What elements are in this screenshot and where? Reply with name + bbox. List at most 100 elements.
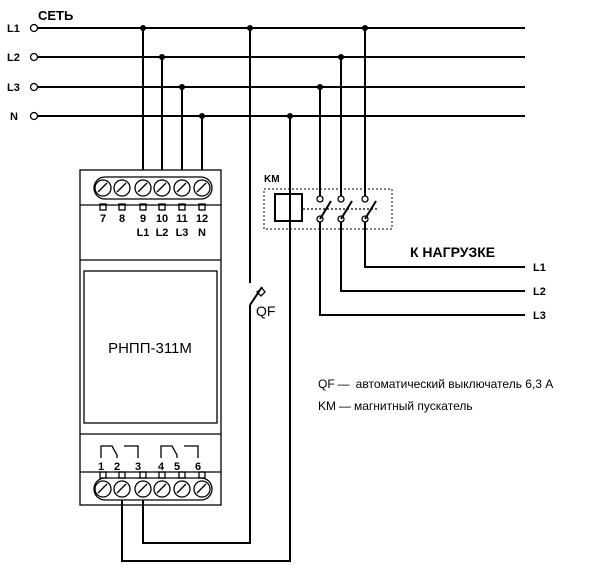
relay-contact-1-2-icon [100,445,118,458]
screw-slot [97,483,108,494]
relay-contact-icons [100,445,199,458]
terminal-number: 11 [176,213,188,225]
network-line-l3: L3 [7,82,525,94]
legend-key: KM [318,399,336,413]
load-title: К НАГРУЗКЕ [410,244,495,260]
legend-text: магнитный пускатель [354,399,473,413]
line-terminal-icon [29,23,39,33]
load-wire-l2 [340,222,525,292]
screw-icon [153,179,171,197]
network-line-label: L1 [7,23,20,35]
terminal-marker [99,471,107,479]
screw-icon [94,179,112,197]
terminal-number: 1 [98,461,104,473]
screw-icon [173,480,191,498]
legend: QF—автоматический выключатель 6,3 А KM—м… [318,377,553,413]
legend-sep: — [338,377,350,391]
network-title: СЕТЬ [38,8,73,23]
terminal-number: 2 [114,461,120,473]
screw-slot [137,483,148,494]
legend-key: QF [318,377,335,391]
km-pole-l2 [337,57,525,292]
terminal-phase: N [198,227,206,239]
device-front-panel [83,270,218,424]
terminal-marker [99,203,107,211]
terminal-marker [139,471,147,479]
screw-icon [113,179,131,197]
line-terminal-icon [29,111,39,121]
terminal-marker [178,203,186,211]
terminal-marker [158,471,166,479]
km-label: KM [264,174,280,185]
terminal-marker [118,203,126,211]
km-pole-l3 [316,87,525,316]
screw-icon [193,480,211,498]
qf-label: QF [256,303,275,319]
screw-slot [156,182,167,193]
screw-icon [113,480,131,498]
network-line-l1: L1 [7,23,525,35]
network-line-label: N [10,111,18,123]
km-coil-icon [274,193,303,222]
terminal-number: 10 [156,213,168,225]
terminal-phase: L2 [156,227,169,239]
terminal-marker [198,203,206,211]
terminal-number: 7 [100,213,106,225]
legend-sep: — [339,399,351,413]
terminal-marker [118,471,126,479]
screw-icon [134,179,152,197]
terminal-marker [139,203,147,211]
bottom-terminal-block [93,477,213,501]
device-feed-wires [142,28,203,170]
screw-icon [153,480,171,498]
screw-slot [196,182,207,193]
load-wire-l1 [364,222,525,268]
line-terminal-icon [29,82,39,92]
contact-icon [337,195,345,203]
terminal-number: 5 [174,461,180,473]
legend-item-km: KM—магнитный пускатель [318,399,473,413]
terminal-marker [198,471,206,479]
screw-slot [116,483,127,494]
screw-slot [156,483,167,494]
relay-contact-6-icon [184,445,199,458]
breaker-trip-icon [256,287,266,297]
contact-icon [361,195,369,203]
terminal-number: 9 [140,213,146,225]
screw-icon [173,179,191,197]
km-pole-l1 [361,28,525,268]
terminal-number: 4 [158,461,165,473]
qf-breaker: QF [249,28,275,319]
wire-terminal-2-to-km-coil [121,116,291,562]
screw-slot [176,483,187,494]
screw-icon [94,480,112,498]
screw-slot [116,182,127,193]
relay-contact-4-5-icon [160,445,178,458]
screw-slot [97,182,108,193]
screw-icon [193,179,211,197]
screw-slot [196,483,207,494]
load-line-label-l3: L3 [533,310,546,322]
legend-text: автоматический выключатель 6,3 А [356,377,554,391]
line-terminal-icon [29,52,39,62]
load-line-label-l1: L1 [533,262,546,274]
terminal-phase: L1 [137,227,150,239]
wire-terminal-3-to-qf [142,305,251,544]
terminal-number: 3 [135,461,141,473]
network-line-l2: L2 [7,52,525,64]
km-enclosure [263,188,393,230]
legend-item-qf: QF— автоматический выключатель 6,3 А [318,377,553,391]
terminal-number: 6 [195,461,201,473]
device-housing [79,169,222,506]
screw-icon [134,480,152,498]
terminal-number: 8 [119,213,125,225]
device-model: РНПП-311М [108,340,192,357]
screw-slot [176,182,187,193]
screw-slot [137,182,148,193]
relay-contact-3-icon [124,445,139,458]
terminal-phase: L3 [176,227,189,239]
network-line-label: L3 [7,82,20,94]
terminal-marker [158,203,166,211]
